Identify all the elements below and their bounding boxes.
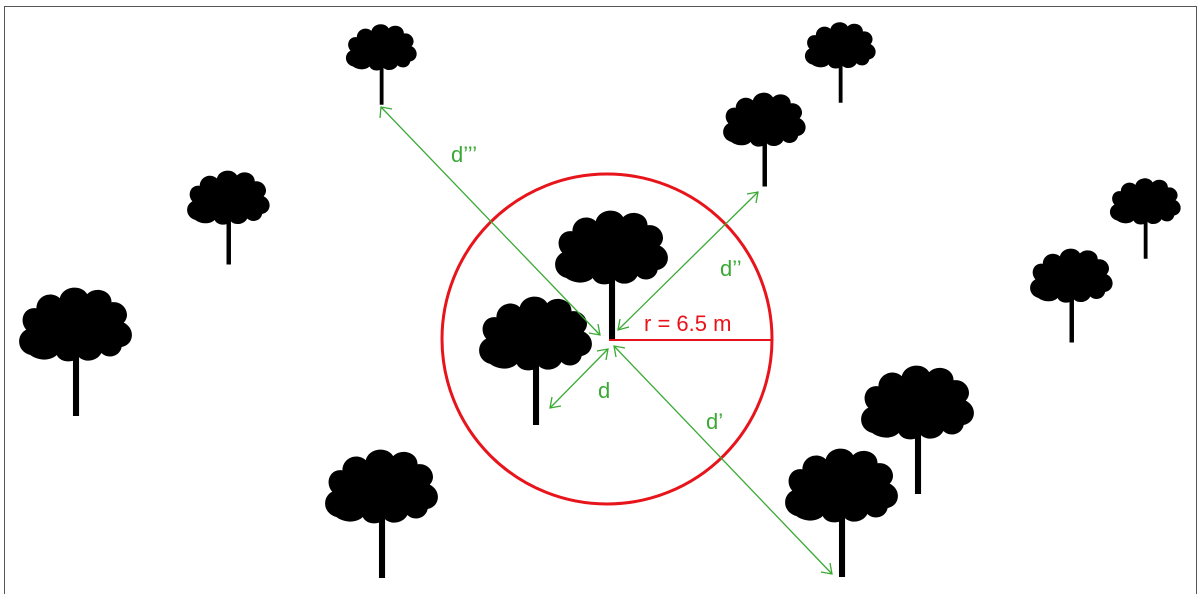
label-d-prime-prime-prime: d’’’ [451,142,477,167]
tree-icon [1110,178,1181,258]
arrow-d-prime-prime-prime [380,107,600,335]
tree-icon [723,93,806,187]
tree-icon [19,288,132,416]
tree-icon [805,22,876,102]
label-d-prime-prime: d’’ [720,256,742,281]
label-d-prime: d’ [706,409,723,434]
tree-icon [325,450,438,578]
tree-icon [785,449,898,577]
arrow-d-prime [614,346,832,574]
label-d: d [598,378,610,403]
radius-label: r = 6.5 m [644,311,731,336]
frame-border [5,7,1197,594]
tree-icon [479,297,592,425]
tree-icon [187,171,270,265]
tree-icon [1030,249,1113,343]
tree-icon [346,24,417,104]
trees [19,22,1181,578]
